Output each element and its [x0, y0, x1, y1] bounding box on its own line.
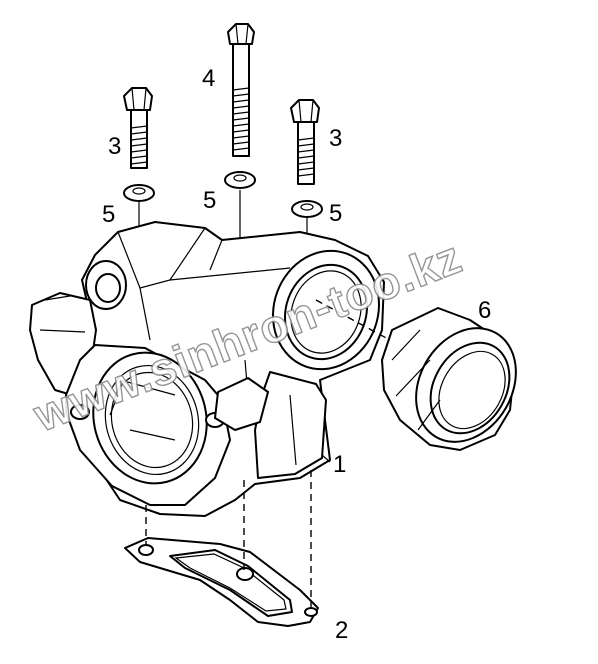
washer-5-right: [291, 200, 323, 218]
assembly-line-seal: [315, 299, 391, 341]
callout-5-right: 5: [329, 200, 342, 227]
callout-4: 4: [202, 65, 215, 92]
leader-line-1: [321, 454, 331, 463]
gasket-2: [124, 537, 319, 627]
callout-5-center: 5: [203, 187, 216, 214]
callout-6: 6: [478, 297, 491, 324]
callout-3-right: 3: [329, 125, 342, 152]
bolt-3-left: [123, 87, 153, 169]
callout-5-left: 5: [102, 201, 115, 228]
bolt-3-right: [290, 99, 320, 185]
callout-1: 1: [333, 451, 346, 478]
assembly-line-gasket: [145, 470, 312, 607]
callout-3-left: 3: [108, 133, 121, 160]
seal-ring-6: [381, 307, 517, 451]
washer-5-left: [123, 184, 155, 202]
washer-5-center: [224, 171, 256, 189]
callout-2: 2: [335, 617, 348, 644]
thermostat-housing: [29, 221, 385, 517]
bolt-4: [227, 23, 255, 157]
